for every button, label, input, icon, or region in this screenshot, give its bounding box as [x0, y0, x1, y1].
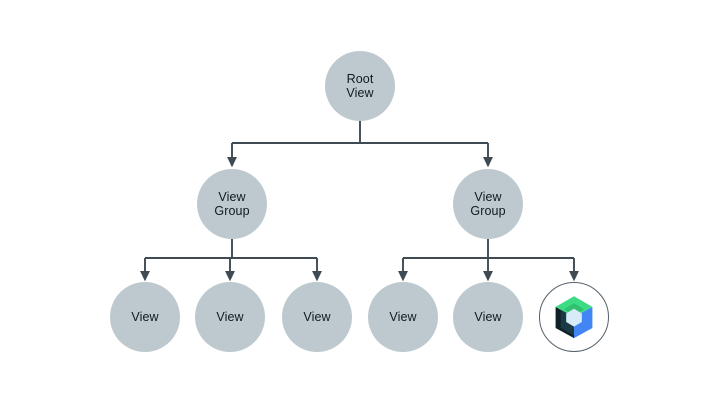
node-view-5-label: View	[474, 310, 502, 324]
node-view-group-left-label: View Group	[214, 190, 250, 218]
node-compose-view[interactable]	[539, 282, 609, 352]
node-view-2[interactable]: View	[195, 282, 265, 352]
node-view-group-right-label: View Group	[470, 190, 506, 218]
node-root-view[interactable]: Root View	[325, 51, 395, 121]
jetpack-compose-logo-icon	[555, 296, 593, 339]
node-view-4[interactable]: View	[368, 282, 438, 352]
node-view-2-label: View	[216, 310, 244, 324]
node-view-1[interactable]: View	[110, 282, 180, 352]
node-root-view-label: Root View	[346, 72, 374, 100]
node-view-group-right[interactable]: View Group	[453, 169, 523, 239]
node-view-5[interactable]: View	[453, 282, 523, 352]
node-view-3[interactable]: View	[282, 282, 352, 352]
node-view-3-label: View	[303, 310, 331, 324]
node-view-4-label: View	[389, 310, 417, 324]
node-view-group-left[interactable]: View Group	[197, 169, 267, 239]
node-view-1-label: View	[131, 310, 159, 324]
